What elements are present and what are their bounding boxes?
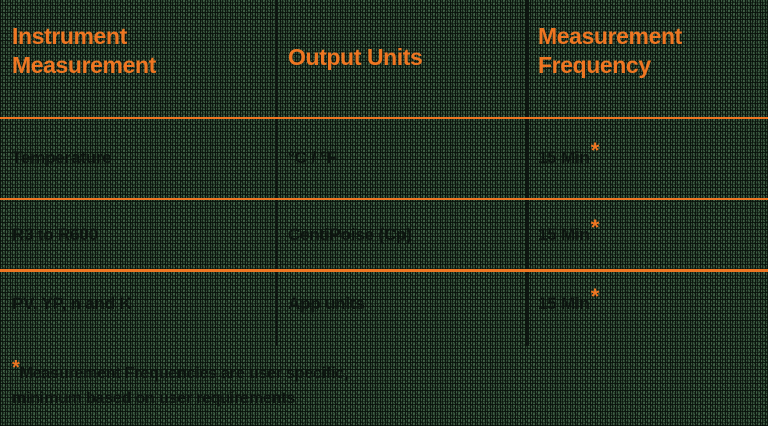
footnote-marker-icon: *	[590, 138, 600, 164]
footnote-marker-icon: *	[12, 356, 20, 379]
table-row-cell-units: App units	[288, 294, 365, 313]
frequency-value: 15 Min	[538, 294, 590, 313]
column-header-output-units: Output Units	[288, 43, 520, 72]
footnote-line-1: Measurement Frequencies are user specifi…	[19, 365, 349, 382]
column-divider-1	[275, 0, 278, 346]
table-row-cell-frequency: 15 Min*	[538, 217, 760, 246]
column-header-line-1: Instrument	[12, 23, 127, 49]
table-row-cell-units: CentiPoise (Cp)	[288, 225, 412, 244]
frequency-value: 15 Min	[538, 225, 590, 244]
table-row-cell-frequency: 15 Min*	[538, 286, 760, 315]
column-header-line-2: Frequency	[538, 52, 651, 79]
footnote-line-2: minimum based on user requirements	[12, 389, 296, 407]
table-row-cell-measurement: PV, YP, n and K	[12, 294, 132, 313]
frequency-value: 15 Min	[538, 148, 590, 167]
column-divider-2	[526, 0, 529, 346]
column-header-line-1: Output Units	[288, 44, 423, 70]
row-separator-rule-2	[0, 269, 768, 272]
footnote-marker-icon: *	[590, 284, 600, 310]
table-row-cell-units: °C / °F	[288, 148, 338, 167]
table-row-cell-measurement: Temperature	[12, 148, 112, 167]
column-header-line-2: Measurement	[12, 52, 156, 79]
table-row-cell-frequency: 15 Min*	[538, 140, 760, 169]
footnote-marker-icon: *	[590, 215, 600, 241]
column-header-line-1: Measurement	[538, 23, 682, 49]
header-separator-rule	[0, 117, 768, 119]
row-separator-rule-1	[0, 198, 768, 200]
footnote: *Measurement Frequencies are user specif…	[12, 358, 752, 412]
table-row-cell-measurement: R3 to R600	[12, 225, 98, 244]
